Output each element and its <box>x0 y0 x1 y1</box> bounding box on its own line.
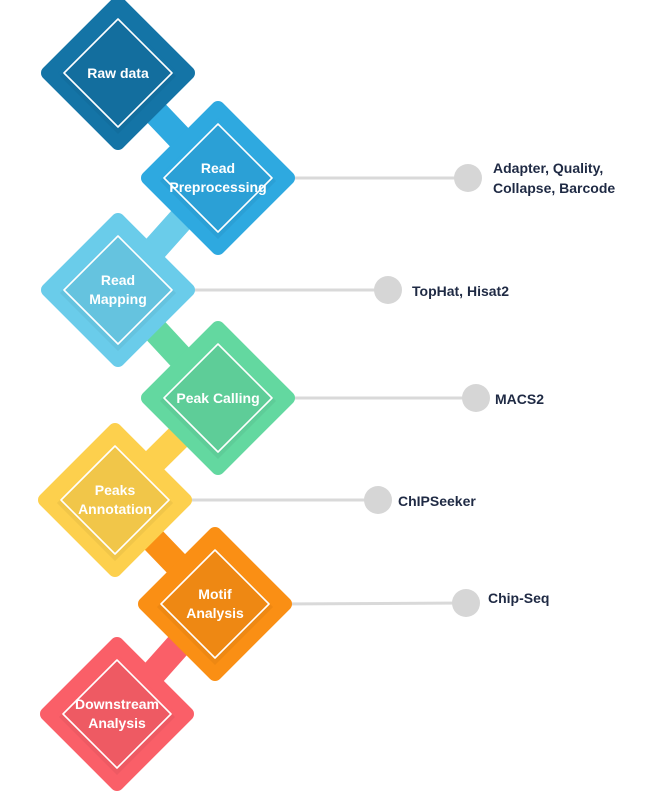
step-diamond <box>41 0 195 150</box>
step-label: Peaks Annotation <box>78 482 152 517</box>
step-diamond <box>38 423 192 577</box>
step-diamond <box>141 321 295 475</box>
step-diamond <box>40 637 194 791</box>
tool-label: MACS2 <box>495 391 545 407</box>
step-label: Motif Analysis <box>186 586 244 621</box>
step-label: Peak Calling <box>176 389 260 406</box>
step-label: Downstream Analysis <box>74 696 160 731</box>
step-diamond <box>41 213 195 367</box>
tool-connector-line <box>274 601 467 606</box>
tool-label: Adapter, Quality, Collapse, Barcode <box>493 160 616 196</box>
tool-label: ChIPSeeker <box>398 493 476 509</box>
tool-label: TopHat, Hisat2 <box>412 283 509 299</box>
step-diamond <box>138 527 292 681</box>
tool-label: Chip-Seq <box>488 590 550 606</box>
step-label: Read Preprocessing <box>169 160 267 195</box>
tool-dot <box>374 276 402 304</box>
tool-dot <box>454 164 482 192</box>
tool-dot <box>364 486 392 514</box>
tool-dot <box>452 589 480 617</box>
step-diamond <box>141 101 295 255</box>
step-label: Raw data <box>87 64 149 81</box>
tool-dot <box>462 384 490 412</box>
step-label: Read Mapping <box>89 272 147 307</box>
